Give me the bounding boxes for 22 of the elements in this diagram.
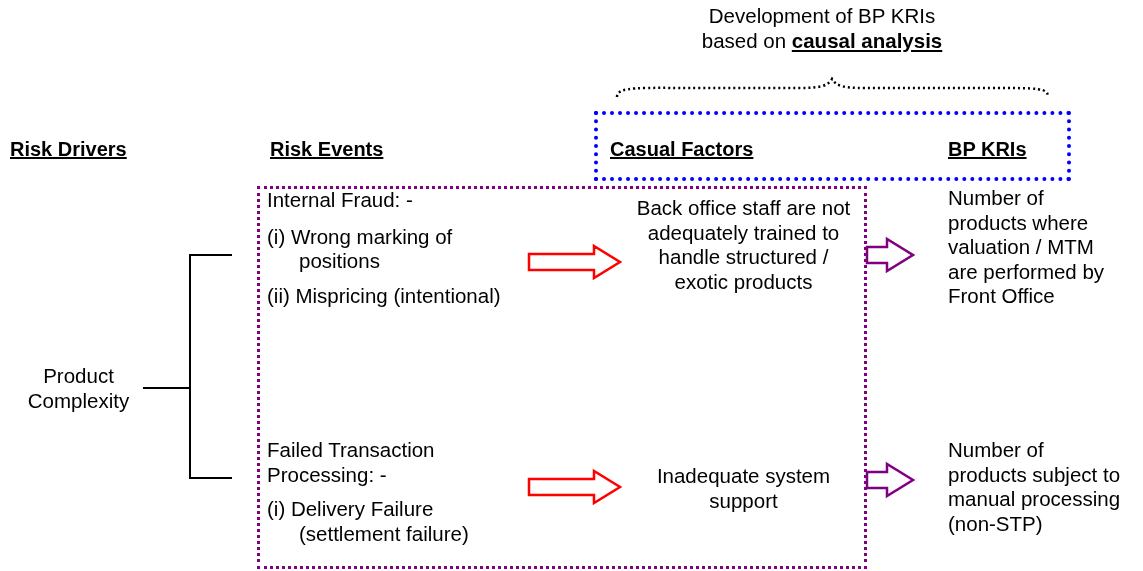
event-item: (ii) Mispricing (intentional) <box>267 283 502 309</box>
block-arrow <box>865 461 916 499</box>
event-item: (i) Wrong marking of positions <box>267 224 454 274</box>
block-arrow <box>527 468 623 506</box>
driver-text: Product Complexity <box>14 364 143 412</box>
event-item: (i) Delivery Failure (settlement failure) <box>267 497 470 547</box>
event-heading: Internal Fraud: - <box>267 188 414 213</box>
kri-text: Number of products where valuation / MTM are performed by Front Office <box>913 186 1143 314</box>
column-heading: Casual Factors <box>610 137 754 161</box>
column-heading: Risk Drivers <box>10 137 127 161</box>
dotted-frame <box>594 111 1071 181</box>
block-arrow <box>527 243 623 281</box>
kri-text: Back office staff are not adequately trained to handle structured / exotic products <box>620 196 867 300</box>
dotted-frame <box>257 186 867 569</box>
annotation-text: Development of BP KRIs based on causal analysis <box>700 4 944 54</box>
block-arrow <box>865 236 916 274</box>
column-heading: Risk Events <box>270 137 384 161</box>
bracket-line <box>142 387 233 479</box>
kri-text: Inadequate system support <box>620 464 867 518</box>
kri-text: Number of products subject to manual processing (non-STP) <box>913 438 1143 542</box>
column-heading: BP KRIs <box>948 137 1027 161</box>
event-heading: Failed Transaction Processing: - <box>267 438 436 488</box>
